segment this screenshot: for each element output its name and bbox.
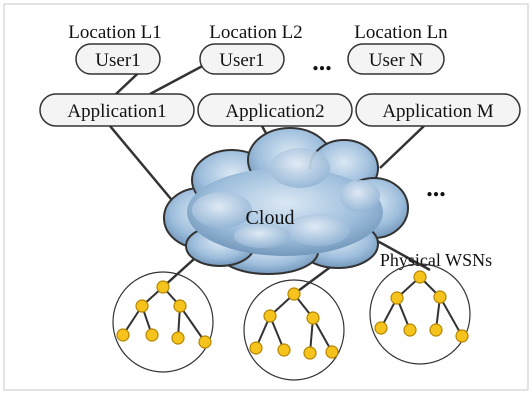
sensor-node [277,343,291,357]
wsn-cluster-2 [243,279,345,381]
application-node-2: Application2 [197,93,353,127]
sensor-node [455,329,469,343]
wsn-tree-3-nodes [374,270,469,343]
sensor-node [374,321,388,335]
location-label-2: Location L2 [209,22,302,43]
link-app1-cloud [109,125,177,206]
cloud-label: Cloud [246,207,295,229]
wsn-tree-2-nodes [249,287,339,360]
location-label-1: Location L1 [68,22,161,43]
sensor-node [263,309,277,323]
sensor-node [116,328,130,342]
wsn-cluster-3 [369,263,471,365]
sensor-node [429,323,443,337]
sensor-node [198,335,212,349]
cloud-ellipsis: ... [426,173,446,202]
sensor-node [249,341,263,355]
sensor-node [433,290,447,304]
sensor-node [306,311,320,325]
application-node-1: Application1 [39,93,195,127]
sensor-node [403,323,417,337]
application-node-m: Application M [355,93,521,127]
sensor-node [171,331,185,345]
wsn-cluster-1 [112,271,214,373]
cloud-shape [163,127,409,275]
wsn-tree-1-nodes [116,280,212,349]
sensor-node [156,280,170,294]
sensor-node [145,328,159,342]
link-cloud-wsn3 [371,236,431,272]
sensor-node [390,291,404,305]
sensor-node [135,299,149,313]
user-node-2: User1 [199,43,285,75]
user-label-2: User1 [219,50,264,71]
user-label-1: User1 [95,50,140,71]
link-user2-app1 [149,60,211,96]
users-ellipsis: ... [312,47,332,76]
application-label-m: Application M [382,101,493,122]
location-label-n: Location Ln [354,22,448,43]
sensor-node [303,346,317,360]
application-label-1: Application1 [67,101,166,122]
sensor-node [287,287,301,301]
user-node-n: User N [347,43,445,75]
sensor-node [173,299,187,313]
link-appm-cloud [379,125,425,169]
sensor-node [413,270,427,284]
application-label-2: Application2 [225,101,324,122]
sensor-node [325,345,339,359]
user-label-n: User N [369,50,424,71]
user-node-1: User1 [75,43,161,75]
